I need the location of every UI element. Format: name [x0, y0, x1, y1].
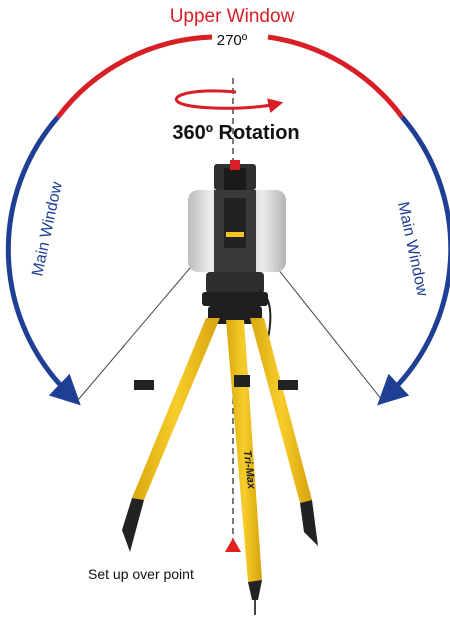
tripod-brand-label: Tri-Max: [241, 450, 258, 491]
triangle-up-icon: [225, 538, 241, 552]
upper-window-arc: [56, 34, 213, 119]
angle-270-label: 270º: [217, 32, 248, 49]
rotation-label: 360º Rotation: [172, 122, 299, 144]
rotation-arrow-icon: [174, 89, 284, 113]
upper-window-label: Upper Window: [170, 6, 295, 27]
main-window-arc-left: [5, 115, 81, 406]
setup-point-label: Set up over point: [88, 566, 194, 582]
upper-window-arc-right: [267, 34, 405, 119]
laser-scanner-head: [188, 160, 286, 361]
main-window-left-label: Main Window: [29, 180, 66, 278]
main-window-right-label: Main Window: [394, 200, 431, 298]
tripod: [122, 306, 318, 615]
main-window-arc-right: [377, 115, 450, 406]
